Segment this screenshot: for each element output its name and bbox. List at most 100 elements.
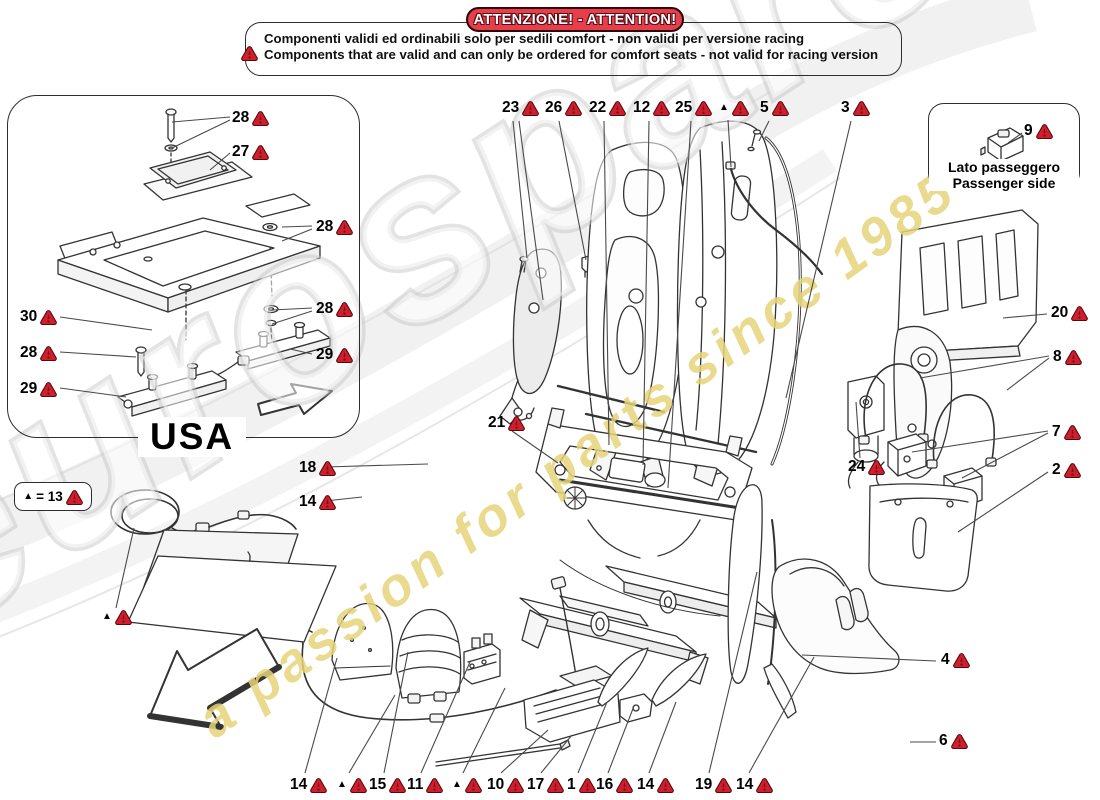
warning-triangle-icon: [241, 45, 258, 61]
warning-triangle-icon: [465, 778, 482, 793]
callout-triangle: ▲: [452, 777, 482, 793]
part-number: 10: [487, 776, 505, 794]
callout-7: 7: [1052, 424, 1081, 440]
warning-triangle-icon: [310, 778, 328, 793]
callout-6: 6: [939, 733, 968, 749]
warning-triangle-icon: [65, 489, 83, 505]
part-number: 29: [20, 380, 38, 398]
part-number: 30: [20, 308, 38, 326]
passenger-side-caption: Lato passeggero Passenger side: [929, 159, 1079, 191]
black-triangle-icon: ▲: [719, 102, 729, 113]
part-number: 6: [939, 732, 948, 750]
part-number: 14: [736, 776, 754, 794]
callout-triangle: ▲: [102, 609, 132, 625]
usa-inset-box: [7, 95, 360, 438]
callout-22: 22: [589, 100, 627, 116]
warning-triangle-icon: [547, 778, 565, 793]
callout-1: 1: [567, 777, 596, 793]
callout-14: 14: [736, 776, 774, 794]
callout-28: 28: [232, 109, 270, 127]
callout-27: 27: [232, 143, 270, 161]
black-triangle-icon: ▲: [23, 490, 34, 502]
part-number: 18: [299, 459, 317, 477]
part-number: 9: [1024, 122, 1033, 140]
legend-box: ▲ = 13: [14, 482, 92, 511]
warning-line-english: Components that are valid and can only b…: [264, 46, 879, 62]
warning-triangle-icon: [336, 220, 354, 235]
warning-triangle-icon: [522, 101, 540, 116]
part-number: 1: [567, 776, 576, 794]
warning-triangle-icon: [565, 101, 583, 116]
warning-triangle-icon: [732, 101, 749, 116]
part-number: 28: [232, 109, 250, 127]
warning-triangle-icon: [1064, 350, 1082, 365]
passenger-caption-italian: Lato passeggero: [947, 159, 1061, 175]
warning-triangle-icon: [426, 778, 444, 793]
callout-25: 25: [675, 99, 713, 117]
part-number: 23: [502, 99, 520, 117]
warning-triangle-icon: [508, 416, 526, 431]
warning-triangle-icon: [653, 101, 671, 116]
warning-triangle-icon: [507, 778, 525, 793]
callout-21: 21: [488, 414, 526, 432]
warning-triangle-icon: [319, 495, 337, 510]
warning-triangle-icon: [852, 101, 870, 116]
callout-3: 3: [841, 100, 870, 116]
part-number: 21: [488, 414, 506, 432]
warning-text: Componenti validi ed ordinabili solo per…: [264, 31, 878, 62]
warning-triangle-icon: [578, 778, 596, 793]
callout-26: 26: [545, 100, 583, 116]
part-number: 27: [232, 143, 250, 161]
black-triangle-icon: ▲: [452, 779, 462, 790]
warning-triangle-icon: [252, 111, 270, 126]
callout-10: 10: [487, 776, 525, 794]
legend-text: = 13: [36, 489, 63, 504]
warning-triangle-icon: [715, 778, 733, 793]
callout-16: 16: [596, 777, 634, 793]
warning-triangle-icon: [241, 43, 261, 62]
passenger-connector-part: [980, 127, 1024, 162]
callout-20: 20: [1051, 305, 1089, 321]
warning-triangle-icon: [336, 348, 354, 363]
part-number: 24: [848, 458, 866, 476]
attention-banner: ATTENZIONE! - ATTENTION!: [466, 7, 684, 32]
warning-triangle-icon: [952, 653, 970, 668]
warning-triangle-icon: [771, 101, 789, 116]
part-number: 25: [675, 99, 693, 117]
part-number: 29: [316, 346, 334, 364]
part-number: 14: [637, 776, 655, 794]
callout-28: 28: [316, 219, 354, 235]
callout-14: 14: [299, 493, 337, 511]
seat-assembly-parts: [110, 120, 1039, 767]
part-number: 5: [760, 99, 769, 117]
callout-2: 2: [1052, 462, 1081, 478]
part-number: 19: [695, 776, 713, 794]
callout-29: 29: [20, 380, 58, 398]
black-triangle-icon: ▲: [337, 779, 347, 790]
callout-triangle: ▲: [719, 100, 749, 116]
callout-15: 15: [369, 777, 407, 793]
warning-triangle-icon: [1035, 124, 1053, 139]
part-number: 12: [633, 99, 651, 117]
warning-triangle-icon: [950, 734, 968, 749]
callout-12: 12: [633, 99, 671, 117]
callout-5: 5: [760, 100, 789, 116]
callout-18: 18: [299, 459, 337, 477]
warning-triangle-icon: [115, 610, 132, 625]
callout-19: 19: [695, 776, 733, 794]
part-number: 14: [299, 493, 317, 511]
warning-triangle-icon: [616, 778, 634, 793]
warning-triangle-icon: [336, 302, 354, 317]
callout-30: 30: [20, 308, 58, 326]
callout-28: 28: [316, 301, 354, 317]
warning-triangle-icon: [695, 101, 713, 116]
usa-label: USA: [138, 417, 247, 457]
part-number: 11: [407, 776, 424, 794]
callout-8: 8: [1053, 349, 1082, 365]
callout-23: 23: [502, 99, 540, 117]
passenger-caption-english: Passenger side: [952, 175, 1056, 191]
callout-11: 11: [407, 776, 444, 794]
warning-line-italian: Componenti validi ed ordinabili solo per…: [264, 31, 805, 46]
warning-triangle-icon: [868, 460, 886, 475]
